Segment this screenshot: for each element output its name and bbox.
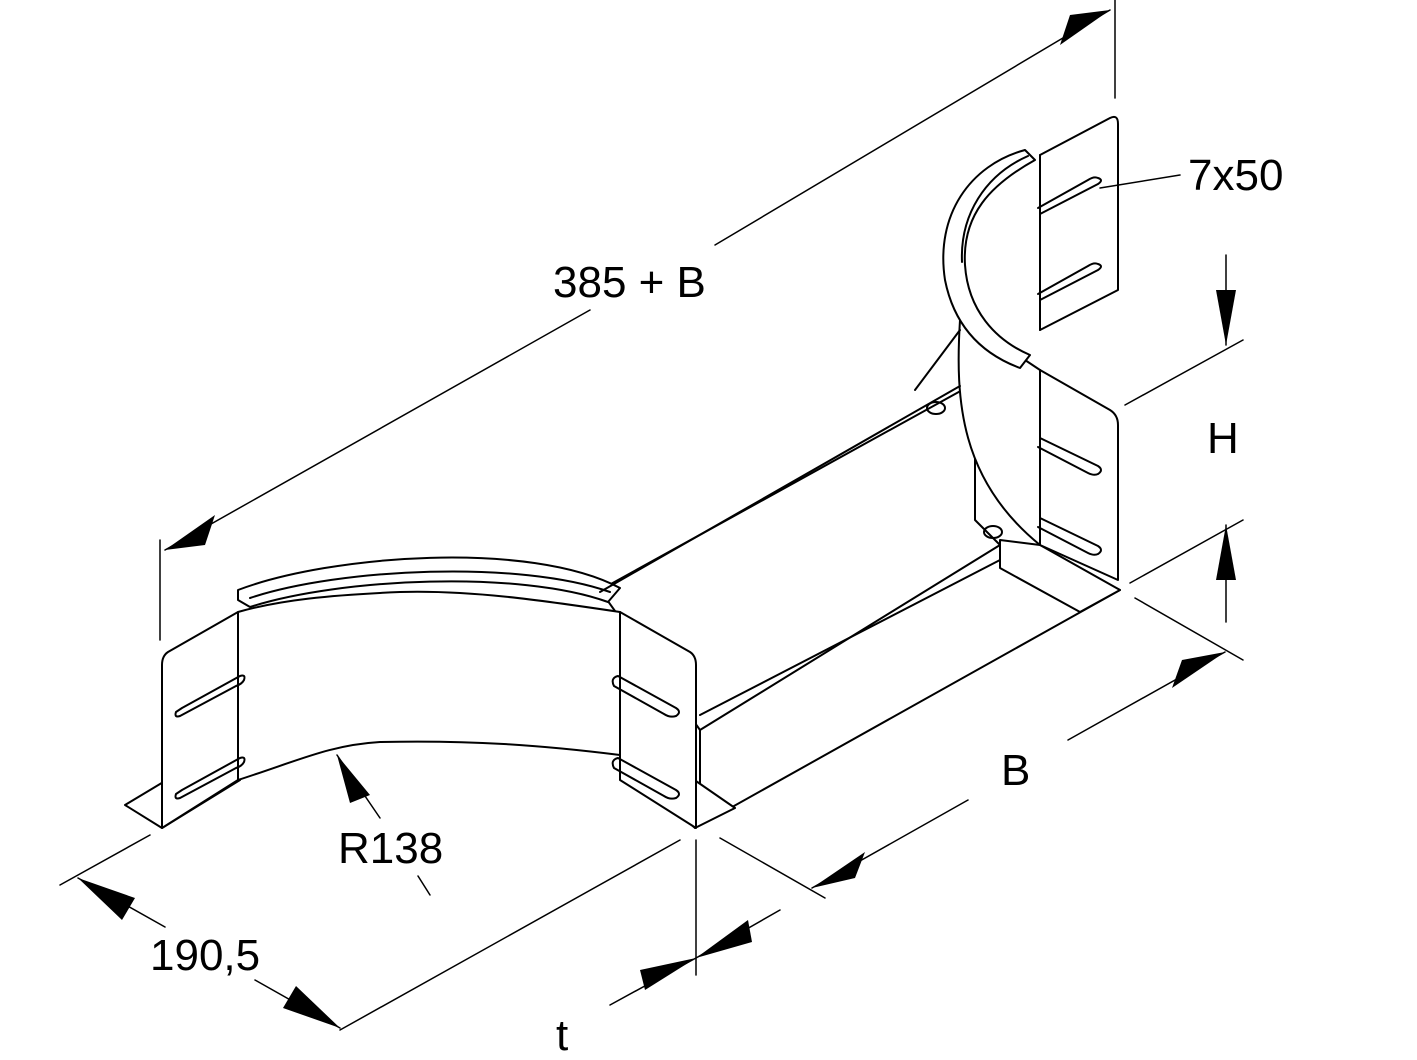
right-upright — [914, 115, 1121, 613]
thickness-label: t — [556, 1011, 568, 1060]
arrow-icon — [337, 755, 370, 803]
dimension-height: H — [1124, 254, 1244, 623]
arrow-icon — [165, 515, 215, 550]
rivet-icon — [983, 525, 1003, 539]
arrow-icon — [640, 958, 696, 990]
dimension-total-length: 385 + B — [159, 0, 1116, 641]
arrow-icon — [1172, 652, 1225, 688]
radius-label: R138 — [338, 824, 443, 873]
rivet-icon — [926, 401, 946, 415]
arrow-icon — [696, 920, 752, 958]
slot-size-label: 7x50 — [1188, 151, 1283, 200]
arrow-icon — [1216, 525, 1236, 580]
total-length-label: 385 + B — [553, 258, 706, 307]
arrow-icon — [1060, 10, 1110, 45]
arrow-icon — [283, 986, 340, 1028]
dimension-radius: R138 — [336, 754, 443, 896]
left-section — [124, 385, 961, 829]
arrow-icon — [1216, 290, 1236, 345]
arrow-icon — [78, 878, 135, 920]
side-length-label: 190,5 — [150, 931, 260, 980]
dimension-slot: 7x50 — [1099, 151, 1283, 200]
width-label: B — [1001, 746, 1030, 795]
arrow-icon — [812, 852, 865, 888]
dimension-thickness: t — [556, 839, 781, 1060]
dimension-side-length: 190,5 — [59, 834, 681, 1031]
height-label: H — [1207, 414, 1239, 463]
dimension-width: B — [719, 597, 1244, 899]
